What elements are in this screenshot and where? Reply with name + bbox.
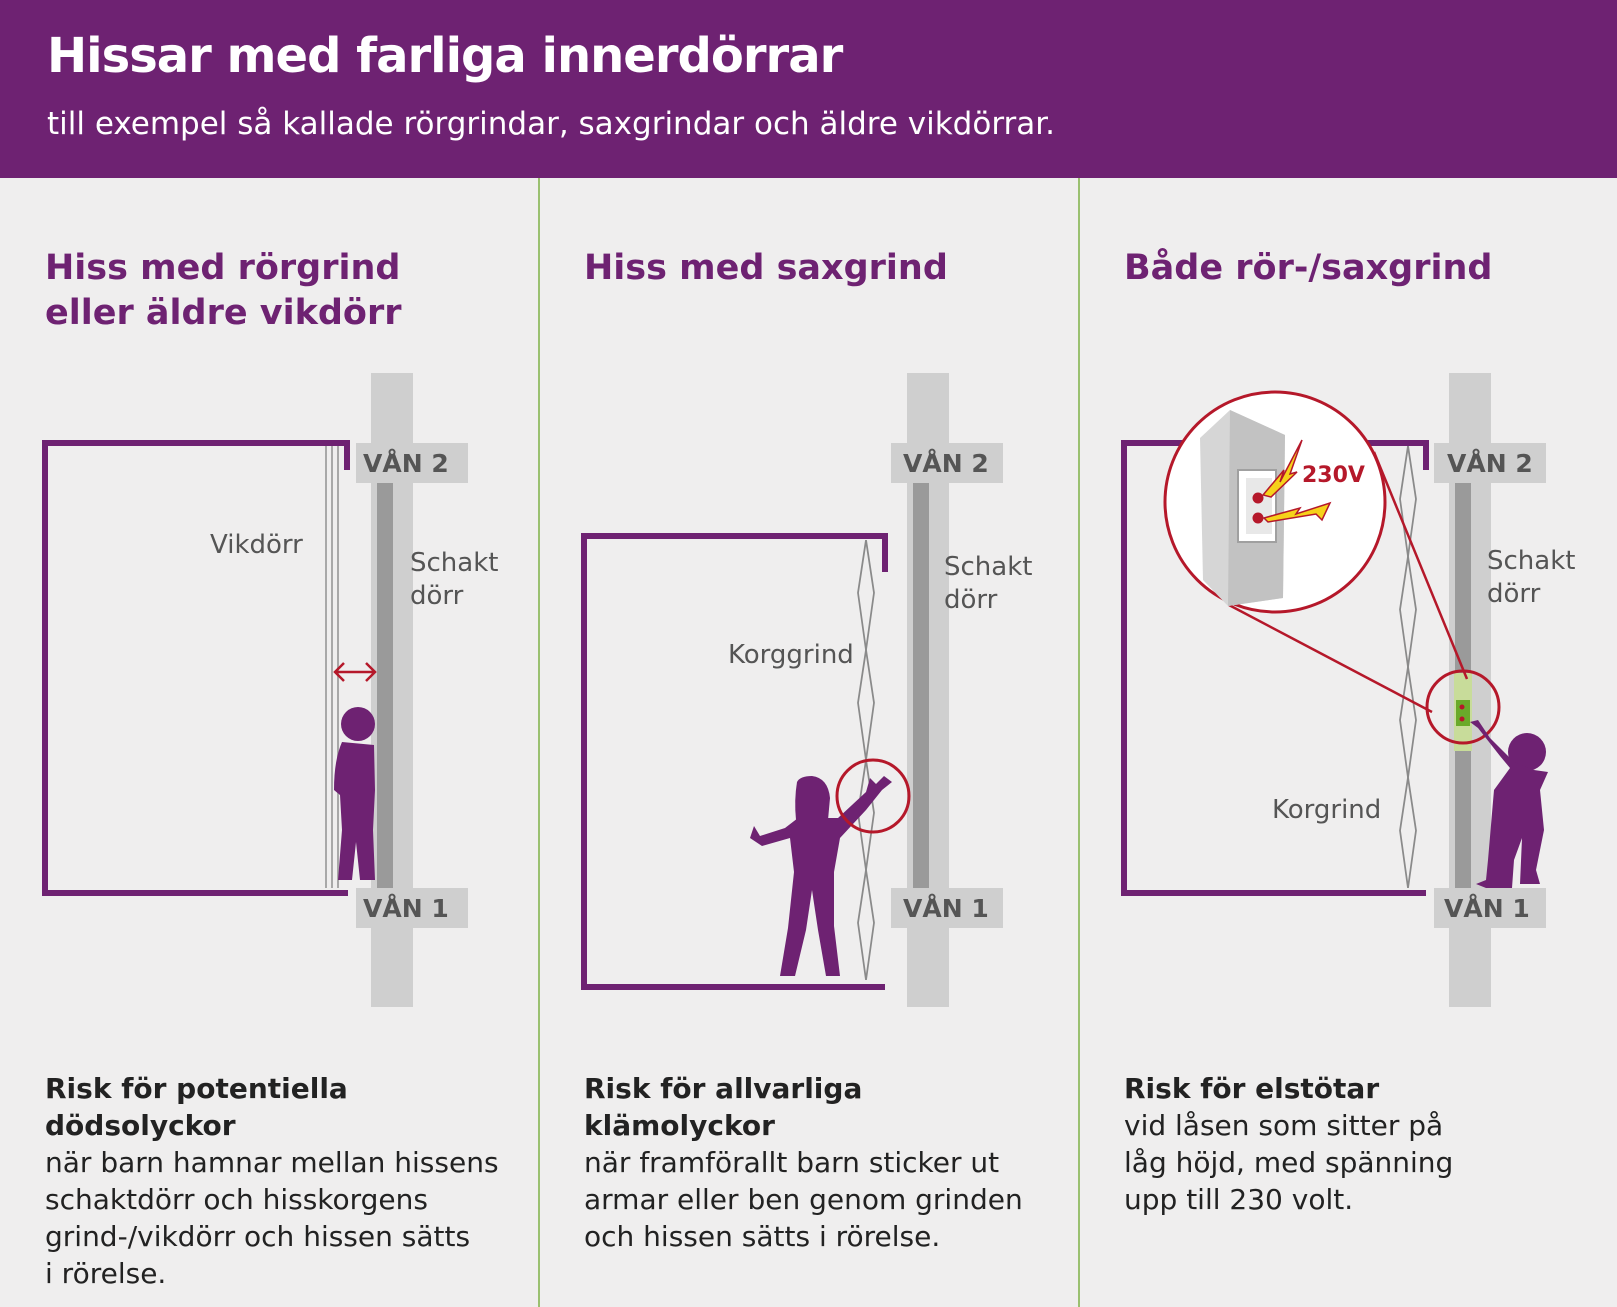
column-3-title: Både rör-/saxgrind — [1124, 248, 1493, 288]
risk-text: när barn hamnar mellan hissens schaktdör… — [45, 1146, 499, 1290]
shaft-label-line1: Schakt — [944, 552, 1032, 582]
risk-heading: Risk för allvarliga klämolyckor — [584, 1072, 863, 1142]
door-lock — [1456, 700, 1470, 726]
column-2-illustration: VÅN 2 VÅN 1 Korggrind Schakt dörr — [581, 373, 1032, 1007]
shaft-label-line1: Schakt — [410, 548, 498, 578]
shaft-door — [913, 475, 929, 890]
column-1-title: Hiss med rörgrind eller äldre vikdörr — [45, 248, 402, 333]
column-divider-1 — [538, 178, 540, 1307]
floor-label-top: VÅN 2 — [363, 449, 449, 478]
column-3-description: Risk för elstötar vid låsen som sitter p… — [1124, 1070, 1594, 1218]
folding-door — [325, 446, 339, 888]
floor-label-top-bg — [1434, 443, 1546, 483]
shaft-label-line2: dörr — [944, 585, 998, 615]
column-1-description: Risk för potentiella dödsolyckor när bar… — [45, 1070, 515, 1292]
magnified-lock-view: 230V — [1163, 390, 1387, 614]
floor-label-bottom: VÅN 1 — [1444, 894, 1530, 923]
gate-label: Korgrind — [1272, 795, 1381, 825]
page-subtitle: till exempel så kallade rörgrindar, saxg… — [47, 106, 1056, 142]
magnifier-circle-icon — [835, 758, 911, 834]
double-arrow-icon — [333, 662, 377, 682]
floor-label-bottom: VÅN 1 — [903, 894, 989, 923]
column-3-illustration: VÅN 2 VÅN 1 Korgrind Schakt dörr 230V — [1121, 373, 1575, 1007]
risk-text: vid låsen som sitter på låg höjd, med sp… — [1124, 1109, 1454, 1216]
floor-label-bottom: VÅN 1 — [363, 894, 449, 923]
shaft-door — [377, 475, 393, 890]
elevator-car-outline — [1121, 440, 1429, 896]
elevator-car-outline — [42, 440, 350, 896]
gate-label: Korggrind — [728, 640, 854, 670]
lightning-bolt-icon — [1261, 439, 1303, 498]
column-divider-2 — [1078, 178, 1080, 1307]
shaft-label-line2: dörr — [1487, 579, 1541, 609]
page-title: Hissar med farliga innerdörrar — [47, 28, 843, 84]
child-silhouette-icon — [334, 707, 375, 880]
lightning-bolt-icon — [1262, 501, 1332, 523]
floor-label-bottom-bg — [1434, 888, 1546, 928]
illustrations: VÅN 2 VÅN 1 Vikdörr Schakt dörr VÅN 2 VÅ… — [42, 373, 1575, 1007]
shaft-label-line1: Schakt — [1487, 546, 1575, 576]
risk-heading: Risk för elstötar — [1124, 1072, 1380, 1105]
child-silhouette-icon — [1470, 720, 1548, 888]
floor-label-bottom-bg — [891, 888, 1003, 928]
column-2-description: Risk för allvarliga klämolyckor när fram… — [584, 1070, 1054, 1255]
risk-text: när framförallt barn sticker ut armar el… — [584, 1146, 1023, 1253]
column-1-illustration: VÅN 2 VÅN 1 Vikdörr Schakt dörr — [42, 373, 498, 1007]
floor-label-top-bg — [356, 443, 468, 483]
voltage-label: 230V — [1302, 463, 1365, 488]
risk-heading: Risk för potentiella dödsolyckor — [45, 1072, 348, 1142]
magnifier-circle-icon — [1425, 669, 1501, 745]
floor-label-bottom-bg — [356, 888, 468, 928]
elevator-car-outline — [581, 533, 888, 990]
floor-label-top: VÅN 2 — [903, 449, 989, 478]
door-label: Vikdörr — [210, 530, 303, 560]
floor-label-top-bg — [891, 443, 1003, 483]
shaft-label-line2: dörr — [410, 581, 464, 611]
child-silhouette-icon — [750, 776, 892, 976]
scissor-gate — [1400, 446, 1416, 888]
column-2-title: Hiss med saxgrind — [584, 248, 948, 288]
header-banner: Hissar med farliga innerdörrar till exem… — [0, 0, 1617, 178]
floor-label-top: VÅN 2 — [1447, 449, 1533, 478]
